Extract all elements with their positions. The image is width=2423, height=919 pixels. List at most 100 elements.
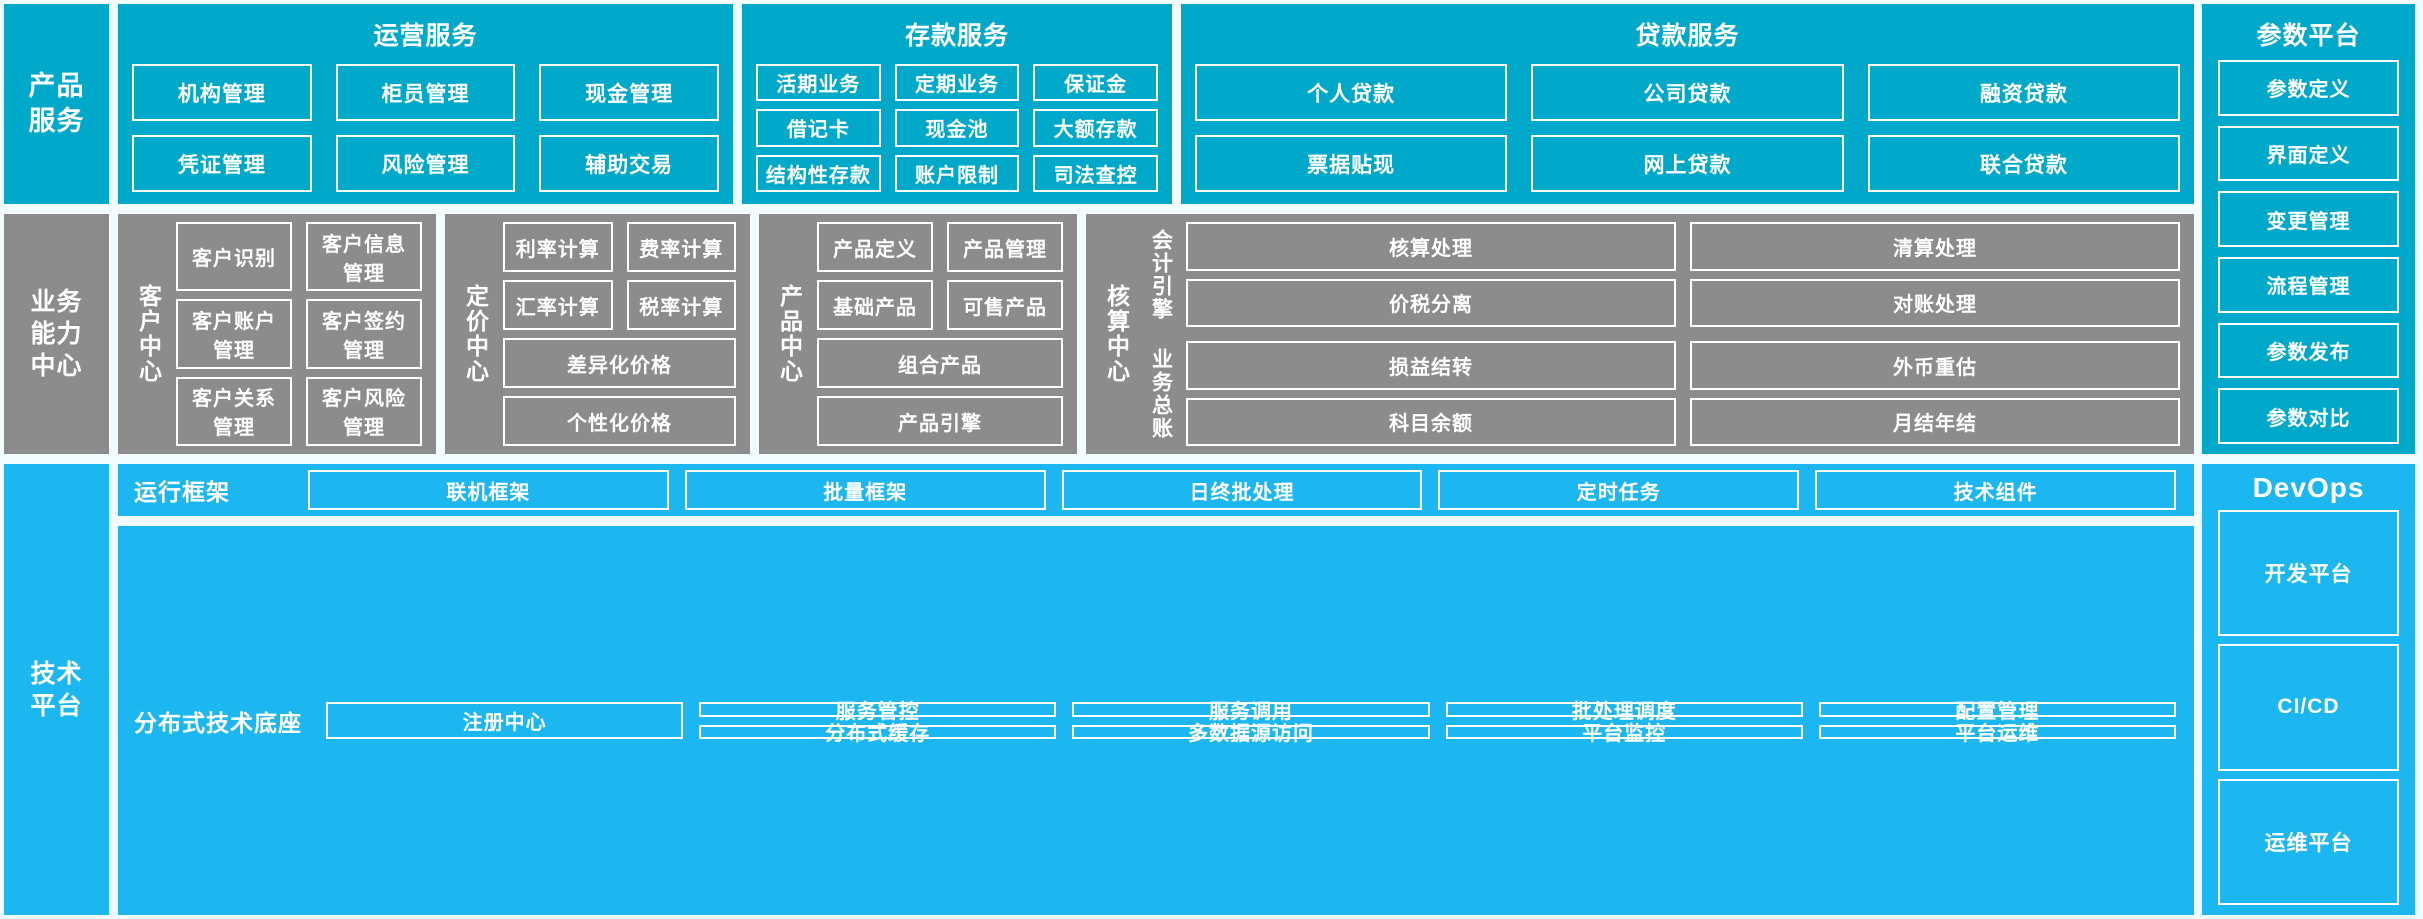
capability-item[interactable]: 核算处理: [1186, 222, 1676, 271]
tech-item[interactable]: 平台监控: [1445, 723, 1803, 745]
devops-item[interactable]: CI/CD: [2218, 644, 2399, 771]
service-item[interactable]: 现金管理: [539, 64, 719, 121]
service-item[interactable]: 公司贷款: [1531, 64, 1844, 121]
tech-column: 配置管理 平台运维: [1818, 701, 2177, 745]
service-item[interactable]: 现金池: [894, 109, 1020, 147]
service-item[interactable]: 网上贷款: [1531, 135, 1844, 192]
capability-item[interactable]: 客户风险管理: [306, 376, 422, 446]
capability-item[interactable]: 差异化价格: [503, 338, 736, 388]
capability-item[interactable]: 清算处理: [1690, 222, 2180, 271]
capability-item[interactable]: 月结年结: [1690, 397, 2180, 446]
service-item[interactable]: 风险管理: [335, 135, 516, 192]
tech-item[interactable]: 技术组件: [1815, 470, 2176, 510]
parameter-item[interactable]: 参数发布: [2218, 322, 2399, 379]
capability-item[interactable]: 基础产品: [817, 280, 933, 330]
capability-item[interactable]: 可售产品: [947, 280, 1063, 330]
devops-item[interactable]: 运维平台: [2218, 778, 2399, 905]
tech-item[interactable]: 批处理调度: [1445, 701, 1803, 723]
center-customer: 客户中心 客户识别 客户信息管理 客户账户管理 客户签约管理 客户关系管理 客户…: [118, 214, 436, 454]
capability-item[interactable]: 组合产品: [817, 338, 1063, 388]
subgroup-general-ledger: 业务总账 损益结转 外币重估 科目余额 月结年结: [1144, 341, 2180, 446]
capability-item[interactable]: 产品引擎: [817, 396, 1063, 446]
strip-label-runtime-framework: 运行框架: [134, 479, 230, 505]
capability-item[interactable]: 科目余额: [1186, 397, 1676, 446]
service-item[interactable]: 凭证管理: [132, 135, 312, 192]
tech-column: 服务调用 多数据源访问: [1072, 701, 1430, 745]
capability-item[interactable]: 客户信息管理: [306, 222, 422, 292]
capability-item[interactable]: 损益结转: [1186, 341, 1676, 390]
tech-item[interactable]: 平台运维: [1818, 723, 2177, 745]
capability-item[interactable]: 价税分离: [1186, 278, 1676, 327]
capability-item[interactable]: 产品定义: [817, 222, 933, 272]
tech-item[interactable]: 多数据源访问: [1072, 723, 1430, 745]
center-label-accounting: 核算中心: [1103, 284, 1130, 384]
service-item[interactable]: 联合贷款: [1867, 135, 2180, 192]
service-item[interactable]: 个人贷款: [1195, 64, 1508, 121]
tech-item[interactable]: 联机框架: [308, 470, 669, 510]
center-product: 产品中心 产品定义 产品管理 基础产品 可售产品 组合产品 产品引擎: [759, 214, 1077, 454]
runtime-framework-cells: 联机框架 批量框架 日终批处理 定时任务 技术组件: [308, 470, 2176, 510]
parameter-item[interactable]: 界面定义: [2218, 125, 2399, 182]
tech-item[interactable]: 配置管理: [1818, 701, 2177, 723]
capability-item[interactable]: 客户账户管理: [176, 299, 292, 369]
service-item[interactable]: 活期业务: [756, 64, 881, 102]
registry-wrapper: 注册中心: [326, 702, 684, 739]
layer-technology-platform: 技术 平台 运行框架 联机框架 批量框架 日终批处理 定时任务 技术组件: [4, 464, 2194, 915]
customer-center-grid: 客户识别 客户信息管理 客户账户管理 客户签约管理 客户关系管理 客户风险管理: [176, 222, 422, 446]
tech-item-registry[interactable]: 注册中心: [326, 702, 684, 739]
capability-item[interactable]: 客户识别: [176, 222, 292, 292]
panel-title-loan-services: 贷款服务: [1635, 22, 1740, 50]
tech-item[interactable]: 日终批处理: [1061, 470, 1423, 510]
parameter-item[interactable]: 参数对比: [2218, 388, 2399, 445]
capability-item[interactable]: 产品管理: [947, 222, 1063, 272]
capability-item[interactable]: 个性化价格: [503, 396, 736, 446]
service-item[interactable]: 借记卡: [756, 109, 881, 147]
parameter-item[interactable]: 变更管理: [2218, 191, 2399, 248]
parameter-platform-list: 参数定义 界面定义 变更管理 流程管理 参数发布 参数对比: [2218, 60, 2399, 445]
panel-title-deposit-services: 存款服务: [904, 22, 1009, 50]
tech-item[interactable]: 服务管控: [699, 701, 1057, 723]
layer-label-product-services: 产品 服务: [4, 4, 109, 204]
capability-item[interactable]: 税率计算: [626, 280, 736, 330]
service-item[interactable]: 票据贴现: [1195, 135, 1508, 192]
capability-item[interactable]: 客户签约管理: [306, 299, 422, 369]
capability-item[interactable]: 汇率计算: [503, 280, 613, 330]
layer-product-services: 产品 服务 运营服务 机构管理 柜员管理 现金管理 凭证管理 风险管理 辅助交易: [4, 4, 2194, 204]
tech-column: 服务管控 分布式缓存: [699, 701, 1057, 745]
service-item[interactable]: 融资贷款: [1867, 64, 2180, 121]
panel-title-operations-services: 运营服务: [373, 22, 478, 50]
service-item[interactable]: 大额存款: [1033, 109, 1158, 147]
capability-item[interactable]: 利率计算: [503, 222, 613, 272]
layer-label-line1: 业务: [30, 288, 83, 316]
capability-item[interactable]: 客户关系管理: [176, 376, 292, 446]
panel-parameter-platform: 参数平台 参数定义 界面定义 变更管理 流程管理 参数发布 参数对比: [2202, 4, 2415, 454]
service-item[interactable]: 定期业务: [894, 64, 1020, 102]
parameter-item[interactable]: 参数定义: [2218, 60, 2399, 116]
layer-label-line1: 技术: [30, 659, 83, 688]
tech-item[interactable]: 批量框架: [684, 470, 1046, 510]
service-item[interactable]: 柜员管理: [335, 64, 516, 121]
service-item[interactable]: 机构管理: [132, 64, 312, 121]
tech-item[interactable]: 分布式缓存: [699, 723, 1057, 745]
strip-runtime-framework: 运行框架 联机框架 批量框架 日终批处理 定时任务 技术组件: [118, 464, 2194, 516]
layer-label-line1: 产品: [28, 71, 85, 102]
distributed-foundation-cells: 注册中心 服务管控 分布式缓存 服务调用 多数据源访问 批处理调度 平台监控: [326, 701, 2177, 745]
tech-item[interactable]: 定时任务: [1438, 470, 1800, 510]
product-center-grid: 产品定义 产品管理 基础产品 可售产品 组合产品 产品引擎: [817, 222, 1063, 446]
devops-item[interactable]: 开发平台: [2218, 510, 2399, 637]
capability-item[interactable]: 费率计算: [626, 222, 736, 272]
capability-item[interactable]: 外币重估: [1690, 341, 2180, 390]
service-item[interactable]: 司法查控: [1033, 154, 1158, 192]
panel-deposit-services: 存款服务 活期业务 定期业务 保证金 借记卡 现金池 大额存款 结构性存款 账户…: [742, 4, 1172, 204]
tech-item[interactable]: 服务调用: [1072, 701, 1430, 723]
service-item[interactable]: 结构性存款: [756, 154, 881, 192]
capability-item[interactable]: 对账处理: [1690, 278, 2180, 327]
service-item[interactable]: 保证金: [1033, 64, 1158, 102]
layer-label-line3: 中心: [30, 352, 83, 380]
service-item[interactable]: 账户限制: [894, 154, 1020, 192]
business-capability-centers: 客户中心 客户识别 客户信息管理 客户账户管理 客户签约管理 客户关系管理 客户…: [118, 214, 2194, 454]
service-item[interactable]: 辅助交易: [539, 135, 719, 192]
parameter-item[interactable]: 流程管理: [2218, 257, 2399, 313]
strip-distributed-foundation: 分布式技术底座 注册中心 服务管控 分布式缓存 服务调用 多数据源访问: [118, 526, 2194, 915]
